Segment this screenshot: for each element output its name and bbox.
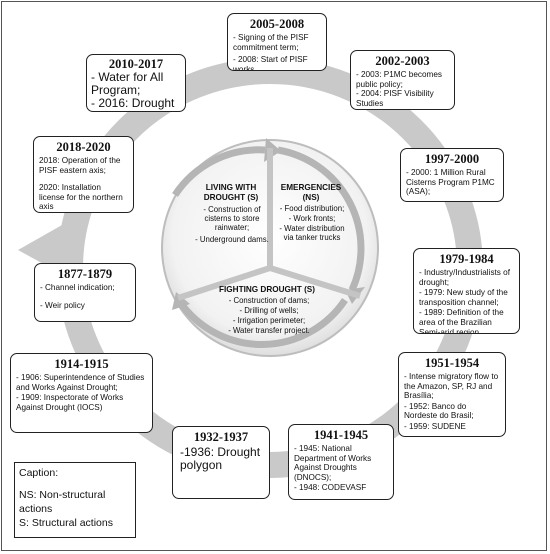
outer-ring-arrowhead [18, 225, 62, 272]
timeline-item: 2020: Installation license for the north… [39, 183, 123, 212]
timeline-item: - 1989: Definition of the area of the Br… [419, 308, 504, 334]
timeline-box-2018-2020: 2018-2020 2018: Operation of the PISF ea… [33, 136, 134, 213]
arrow-emergencies-to-fighting [277, 146, 365, 292]
timeline-item: -1936: Drought polygon [180, 445, 261, 472]
timeline-box-2002-2003: 2002-2003 - 2003: P1MC becomes public po… [350, 50, 455, 110]
timeline-item: - Intense migratory flow to the Amazon, … [404, 372, 499, 401]
timeline-year: 1932-1937 [193, 430, 249, 444]
timeline-year: 1914-1915 [54, 357, 109, 371]
sector-fighting-item-4: - Water transfer project. [228, 326, 310, 335]
timeline-box-2010-2017: 2010-2017 - Water for All Program;- 2016… [86, 54, 186, 112]
sector-living-title: LIVING WITH DROUGHT (S) [203, 183, 259, 202]
sector-fighting-title: FIGHTING DROUGHT (S) [219, 285, 315, 294]
sector-fighting-item-3: - Irrigation perimeter; [232, 316, 306, 325]
timeline-item: - 1945: National Department of Works Aga… [294, 444, 372, 482]
timeline-box-1979-1984: 1979-1984 - Industry/Industrialists of d… [413, 248, 520, 334]
timeline-box-1951-1954: 1951-1954 - Intense migratory flow to th… [398, 352, 506, 437]
sector-emergencies-item-2: - Work fronts; [288, 214, 336, 223]
caption-s: S: Structural actions [19, 517, 113, 529]
timeline-item: - Channel indication; [40, 283, 115, 292]
timeline-item: - 2000: 1 Million Rural Cisterns Program… [406, 168, 495, 197]
timeline-year: 1951-1954 [424, 356, 480, 370]
timeline-box-1914-1915: 1914-1915 - 1906: Superintendence of Stu… [10, 353, 153, 433]
timeline-item: - 1952: Banco do Nordeste do Brasil; [404, 401, 474, 421]
timeline-item: - 2008: Start of PISF works [233, 55, 308, 71]
timeline-item: - 2004: PISF Visibility Studies [356, 89, 434, 108]
divider-right [269, 265, 361, 299]
sector-emergencies-item-3: - Water distribution via tanker trucks [279, 224, 345, 242]
timeline-item: - 1979: New study of the transposition c… [419, 288, 508, 307]
timeline-year: 2005-2008 [249, 17, 305, 31]
timeline-item: - Weir policy [40, 300, 85, 310]
timeline-year: 2018-2020 [56, 140, 111, 154]
timeline-box-1877-1879: 1877-1879 - Channel indication; - Weir po… [34, 263, 136, 322]
timeline-year: 1877-1879 [57, 267, 113, 281]
timeline-year: 2002-2003 [375, 54, 430, 68]
sector-fighting-item-1: - Construction of dams; [228, 296, 310, 305]
sector-emergencies-title: EMERGENCIES (NS) [280, 183, 342, 202]
sector-emergencies-item-1: - Food distribution; [279, 204, 345, 213]
timeline-year: 1997-2000 [424, 152, 480, 166]
sector-fighting-item-2: - Drilling of wells; [239, 306, 299, 315]
sector-living-item-1: - Construction of cisterns to store rain… [203, 205, 261, 232]
timeline-year: 1941-1945 [313, 428, 369, 442]
timeline-box-1941-1945: 1941-1945 - 1945: National Department of… [288, 424, 394, 500]
timeline-item: - 2003: P1MC becomes public policy; [356, 70, 443, 89]
timeline-item: - 1959: SUDENE [404, 421, 466, 431]
timeline-item: - 2016: Drought monitor [91, 96, 175, 111]
timeline-item: - 1909: Inspectorate of Works Against Dr… [16, 393, 124, 412]
timeline-item: - Signing of the PISF commitment term; [233, 33, 309, 52]
timeline-item: - Industry/Industrialists of drought; [419, 268, 511, 287]
timeline-item: 2018: Operation of the PISF eastern axis… [39, 156, 121, 175]
arrow-fighting-to-living [177, 298, 348, 348]
timeline-box-1997-2000: 1997-2000 - 2000: 1 Million Rural Cister… [400, 148, 504, 202]
arrow-living-to-emergencies [172, 146, 266, 197]
timeline-year: 2010-2017 [108, 57, 164, 71]
divider-left [177, 265, 271, 301]
arrow-head-fighting [172, 292, 190, 310]
sector-living-item-2: - Underground dams. [195, 235, 269, 244]
timeline-item: - 1906: Superintendence of Studies and W… [16, 373, 145, 392]
caption-legend: Caption: NS: Non-structural actions S: S… [14, 462, 136, 538]
timeline-item: - Water for All Program; [91, 70, 164, 97]
caption-ns: NS: Non-structural actions [19, 489, 106, 515]
caption-title: Caption: [19, 467, 59, 479]
timeline-box-2005-2008: 2005-2008 - Signing of the PISF commitme… [227, 13, 327, 71]
timeline-year: 1979-1984 [439, 252, 494, 266]
timeline-item: - 1948: CODEVASF [294, 483, 367, 493]
timeline-box-1932-1937: 1932-1937 -1936: Drought polygon [172, 426, 270, 499]
